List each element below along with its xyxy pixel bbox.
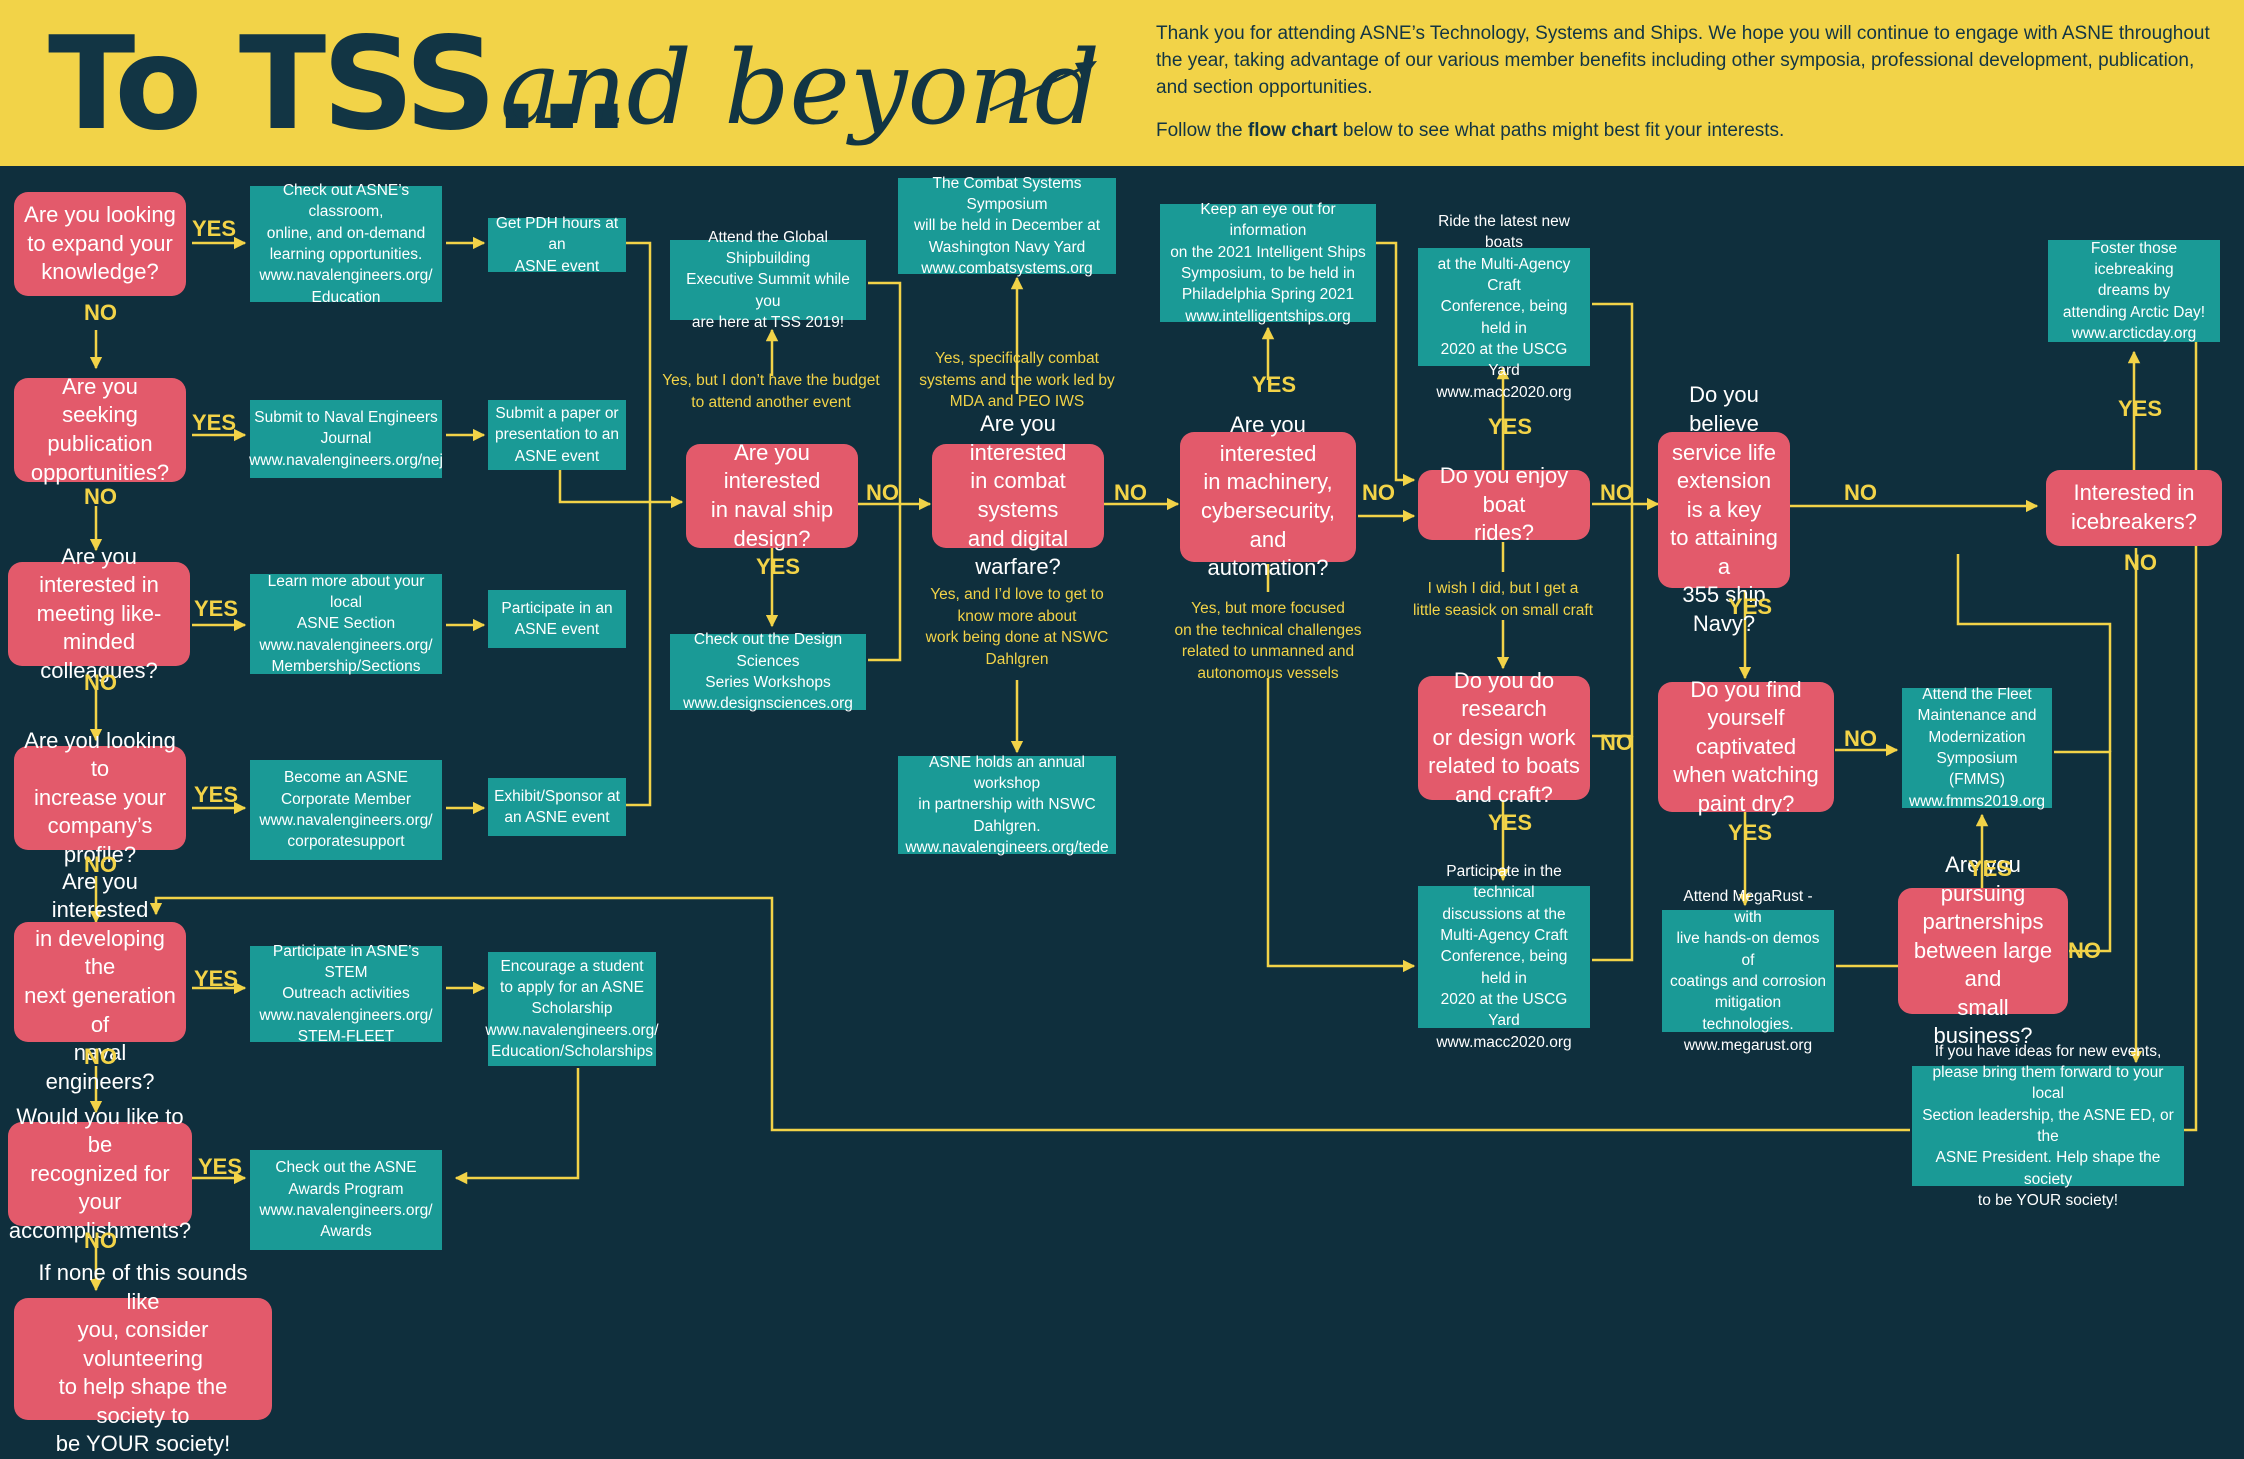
label-no: NO: [2124, 550, 2157, 575]
edge: [1592, 302, 1634, 504]
note-unmanned: Yes, but more focused on the technical c…: [1174, 600, 1362, 683]
info-ideas-new-events: If you have ideas for new events, please…: [1912, 1043, 2184, 1209]
label-yes: YES: [194, 596, 239, 621]
info-scholarship: Encourage a student to apply for an ASNE…: [485, 952, 659, 1066]
label-yes: YES: [1488, 810, 1533, 835]
label-yes: YES: [192, 410, 237, 435]
label-no: NO: [866, 480, 899, 505]
follow-after: below to see what paths might best fit y…: [1337, 120, 1785, 141]
label-yes: YES: [1252, 372, 1297, 397]
edge: [1956, 554, 2112, 752]
info-journal: Submit to Naval Engineers Journal www.na…: [249, 400, 443, 478]
label-no: NO: [84, 1228, 117, 1253]
label-no: NO: [2068, 938, 2101, 963]
info-design-sciences: Check out the Design Sciences Series Wor…: [670, 631, 866, 712]
edge: [1376, 241, 1416, 487]
label-yes: YES: [2118, 396, 2163, 421]
question-partnerships: Are you pursuing partnerships between la…: [1898, 852, 2068, 1048]
info-participate-event: Participate in an ASNE event: [488, 590, 626, 648]
title-main: To TSS...: [48, 10, 631, 159]
header-arrow-icon: [989, 61, 1097, 112]
info-intelligent-ships: Keep an eye out for information on the 2…: [1160, 201, 1376, 325]
question-machinery: Are you interested in machinery, cyberse…: [1180, 412, 1356, 580]
info-combat-systems-symposium: The Combat Systems Symposium will be hel…: [898, 175, 1116, 277]
question-naval-ship-design: Are you interested in naval ship design?: [686, 440, 858, 551]
info-classroom-learning: Check out ASNE’s classroom, online, and …: [250, 182, 442, 306]
question-combat-systems: Are you interested in combat systems and…: [932, 411, 1104, 579]
info-exhibit-sponsor: Exhibit/Sponsor at an ASNE event: [488, 778, 626, 836]
label-yes: YES: [192, 216, 237, 241]
question-company-profile: Are you looking to increase your company…: [14, 728, 186, 867]
label-no: NO: [1362, 480, 1395, 505]
label-no: NO: [1844, 480, 1877, 505]
intro-paragraph: Thank you for attending ASNE’s Technolog…: [1156, 23, 2210, 98]
info-corporate-member: Become an ASNE Corporate Member www.nava…: [250, 760, 442, 860]
info-global-shipbuilding: Attend the Global Shipbuilding Executive…: [670, 229, 866, 331]
question-service-life: Do you believe service life extension is…: [1658, 382, 1790, 636]
question-next-generation: Are you interested in developing the nex…: [14, 869, 186, 1094]
intro-text: Thank you for attending ASNE’s Technolog…: [1156, 20, 2220, 160]
edge: [2184, 300, 2198, 1132]
label-yes: YES: [198, 1154, 243, 1179]
title-script: and beyond: [500, 29, 1100, 148]
label-no: NO: [1844, 726, 1877, 751]
question-paint-dry: Do you find yourself captivated when wat…: [1658, 677, 1834, 816]
edge: [626, 241, 652, 807]
label-yes: YES: [756, 554, 801, 579]
label-no: NO: [84, 852, 117, 877]
header-banner: To TSS... and beyond Thank you for atten…: [0, 0, 2244, 166]
info-awards-program: Check out the ASNE Awards Program www.na…: [250, 1150, 442, 1250]
edge: [1592, 736, 1634, 962]
label-no: NO: [84, 300, 117, 325]
question-volunteer: If none of this sounds like you, conside…: [14, 1260, 272, 1456]
question-research-design: Do you do research or design work relate…: [1418, 668, 1590, 807]
label-yes: YES: [194, 782, 239, 807]
question-publication: Are you seeking publication opportunitie…: [14, 374, 186, 485]
label-no: NO: [84, 484, 117, 509]
label-no: NO: [84, 1044, 117, 1069]
note-mda-peo-iws: Yes, specifically combat systems and the…: [919, 350, 1115, 411]
question-expand-knowledge: Are you looking to expand your knowledge…: [14, 192, 186, 296]
info-pdh-hours: Get PDH hours at an ASNE event: [488, 215, 626, 275]
label-yes: YES: [1728, 594, 1773, 619]
label-yes: YES: [194, 966, 239, 991]
question-recognized: Would you like to be recognized for your…: [8, 1103, 192, 1243]
edge: [558, 470, 684, 509]
follow-before: Follow the: [1156, 120, 1248, 141]
label-no: NO: [1600, 480, 1633, 505]
info-submit-paper: Submit a paper or presentation to an ASN…: [488, 400, 626, 470]
label-no: NO: [84, 670, 117, 695]
edge: [149, 896, 1910, 1132]
info-macc-technical: Participate in the technical discussions…: [1418, 863, 1590, 1051]
edge: [868, 281, 902, 662]
follow-instruction: Follow the flow chart below to see what …: [1156, 117, 2220, 144]
label-yes: YES: [1728, 820, 1773, 845]
info-stem-outreach: Participate in ASNE’s STEM Outreach acti…: [250, 943, 442, 1045]
edge: [454, 1068, 580, 1185]
label-yes: YES: [1488, 414, 1533, 439]
label-no: NO: [1114, 480, 1147, 505]
edge: [1266, 678, 1416, 973]
edge: [2054, 750, 2112, 953]
question-boat-rides: Do you enjoy boat rides?: [1418, 463, 1590, 545]
question-colleagues: Are you interested in meeting like-minde…: [8, 544, 190, 683]
info-local-section: Learn more about your local ASNE Section…: [250, 573, 442, 675]
info-annual-workshop: ASNE holds an annual workshop in partner…: [898, 754, 1116, 856]
follow-bold: flow chart: [1247, 120, 1338, 141]
info-ride-boats: Ride the latest new boats at the Multi-A…: [1418, 213, 1590, 401]
info-arctic-day: Foster those icebreaking dreams by atten…: [2048, 240, 2220, 342]
note-budget: Yes, but I don’t have the budget to atte…: [662, 372, 880, 411]
info-megarust: Attend MegaRust - with live hands-on dem…: [1662, 888, 1834, 1054]
info-fmms: Attend the Fleet Maintenance and Moderni…: [1902, 686, 2052, 810]
label-yes: YES: [1968, 856, 2013, 881]
note-dahlgren: Yes, and I’d love to get to know more ab…: [925, 586, 1109, 669]
note-seasick: I wish I did, but I get a little seasick…: [1412, 580, 1594, 619]
question-icebreakers: Interested in icebreakers?: [2046, 470, 2222, 546]
label-no: NO: [1600, 730, 1633, 755]
